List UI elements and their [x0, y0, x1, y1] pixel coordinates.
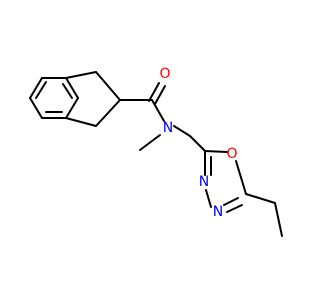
molecule-canvas: O N O N N: [0, 0, 300, 300]
bond-benzene-3: [65, 77, 79, 99]
bond-benzene-1: [29, 77, 43, 99]
bond-carbonyl-to-n: [151, 99, 165, 122]
bond-oxadiazole-n4-n3: [205, 189, 212, 208]
bond-indane-4: [65, 117, 97, 127]
bond-ring-to-ethyl: [245, 193, 276, 204]
bond-benzene-1-inner: [35, 81, 47, 99]
atom-ring-nitrogen-2: N: [213, 204, 223, 220]
bond-benzene-6: [29, 97, 43, 119]
bond-carbonyl-double-b: [154, 85, 166, 105]
bond-oxadiazole-o-c5: [235, 160, 247, 195]
atom-carbonyl-oxygen: O: [159, 66, 170, 82]
atom-ring-nitrogen-1: N: [199, 174, 209, 190]
atom-amide-nitrogen: N: [163, 120, 173, 136]
bond-oxadiazole-c2-o: [204, 150, 228, 153]
bonds: [29, 71, 283, 237]
background: [0, 0, 300, 300]
bond-indane-2: [95, 71, 121, 101]
atom-labels: O N O N N: [159, 66, 237, 220]
bond-ethyl: [274, 202, 283, 237]
molecule-structure: O N O N N: [0, 0, 300, 300]
bond-oxadiazole-c5-n4-a: [226, 204, 243, 213]
bond-oxadiazole-c5-n4-b: [223, 197, 239, 206]
bond-n-to-ch2: [173, 125, 191, 137]
bond-indane-3: [95, 99, 121, 127]
bond-benzene-4: [65, 97, 79, 119]
bond-ch2-to-ring: [189, 135, 206, 152]
bond-n-to-methyl: [139, 134, 161, 151]
atom-ring-oxygen: O: [226, 146, 237, 162]
bond-indane-1: [65, 71, 97, 79]
bond-benzene-3-inner: [62, 83, 73, 99]
bond-carbonyl-double-a: [148, 82, 160, 102]
